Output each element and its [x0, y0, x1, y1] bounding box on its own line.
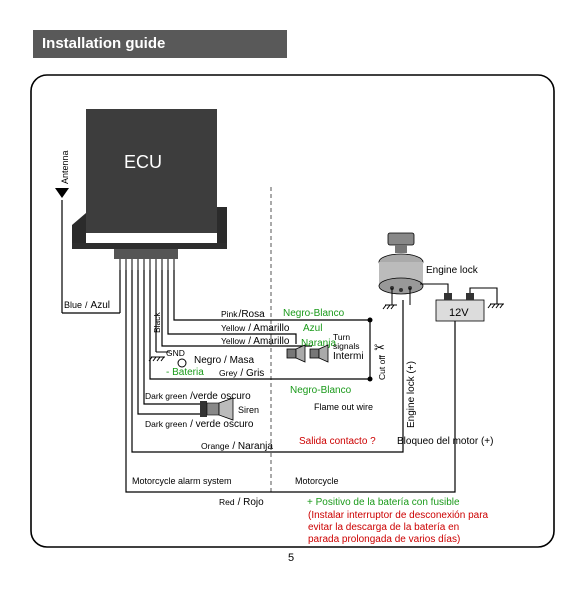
- engine-lock-plus-label: Engine lock (+): [406, 361, 417, 428]
- ignition-switch-icon: [378, 232, 424, 295]
- grey-wire-es-note: Negro-Blanco: [290, 385, 352, 396]
- siren-label: Siren: [238, 405, 259, 415]
- antenna: [61, 200, 121, 314]
- warning-note-1: (Instalar interruptor de desconexión par…: [308, 510, 489, 521]
- gnd-es-note: - Bateria: [166, 367, 204, 378]
- grey-wire-label: Grey/ Gris: [219, 368, 264, 379]
- page-number: 5: [287, 552, 295, 564]
- dark-green-wire-1: [143, 270, 200, 405]
- battery-icon: [435, 293, 485, 322]
- battery-to-switch-wire: [420, 283, 449, 293]
- blue-wire-label: Blue/Azul: [64, 300, 110, 311]
- battery-label: 12V: [449, 307, 469, 319]
- ecu-harness: [119, 259, 175, 270]
- cut-off-label: Cut off: [377, 354, 387, 380]
- gnd-label: GND: [166, 348, 185, 358]
- siren-icon: [200, 397, 234, 421]
- grey-wire: [149, 270, 370, 380]
- engine-lock-label: Engine lock: [426, 265, 479, 276]
- dark-green-wire-1-label: Dark green/verde oscuro: [145, 391, 251, 402]
- turn-signal-icon: [286, 344, 329, 363]
- red-wire-label: Red/ Rojo: [219, 497, 264, 508]
- yellow-wire-1: [167, 270, 297, 344]
- bloqueo-label: Bloqueo del motor (+): [397, 436, 493, 447]
- yellow-wire-2-label: Yellow/ Amarillo: [221, 336, 290, 347]
- positive-note: + Positivo de la batería con fusible: [307, 497, 460, 508]
- warning-note-3: parada prolongada de varios días): [308, 534, 460, 545]
- orange-wire-label: Orange/ Naranja: [201, 441, 273, 452]
- dark-green-wire-2: [137, 270, 200, 415]
- section-header: Installation guide: [33, 30, 287, 58]
- section-label-motorcycle: Motorcycle: [295, 476, 339, 486]
- battery-ground-wire: [469, 287, 498, 304]
- diagram-frame: [30, 74, 555, 548]
- pink-wire: [173, 270, 370, 321]
- yellow-wire-2-es-note: Naranja: [301, 338, 336, 349]
- section-label-alarm: Motorcycle alarm system: [132, 476, 232, 486]
- ground-icon-2: [382, 304, 397, 310]
- intermi-label: Intermi: [333, 351, 364, 362]
- yellow-wire-1-es-note: Azul: [303, 323, 322, 334]
- flame-out-label: Flame out wire: [314, 402, 373, 412]
- yellow-wire-1-label: Yellow/ Amarillo: [221, 323, 290, 334]
- antenna-icon: [55, 188, 69, 198]
- ecu-unit: [72, 109, 227, 259]
- orange-wire: [131, 270, 404, 453]
- pink-wire-label: Pink/Rosa: [221, 309, 265, 320]
- gnd-es-label: Negro / Masa: [194, 355, 254, 366]
- ground-terminal-icon: [177, 358, 187, 368]
- ground-icon-3: [487, 303, 504, 309]
- warning-note-2: evitar la descarga de la batería en: [308, 522, 459, 533]
- pink-wire-es-note: Negro-Blanco: [283, 308, 345, 319]
- orange-wire-es-note: Salida contacto ?: [299, 436, 376, 447]
- yellow-wire-2: [161, 270, 312, 347]
- dark-green-wire-2-label: Dark green/ verde oscuro: [145, 419, 254, 430]
- antenna-label: Antenna: [60, 150, 70, 184]
- ground-icon: [148, 356, 165, 362]
- ecu-label: ECU: [124, 152, 162, 172]
- black-wire-label: Black: [152, 311, 162, 333]
- section-title: Installation guide: [42, 35, 166, 52]
- red-wire: [125, 270, 456, 493]
- scissors-icon: ✂: [374, 340, 385, 355]
